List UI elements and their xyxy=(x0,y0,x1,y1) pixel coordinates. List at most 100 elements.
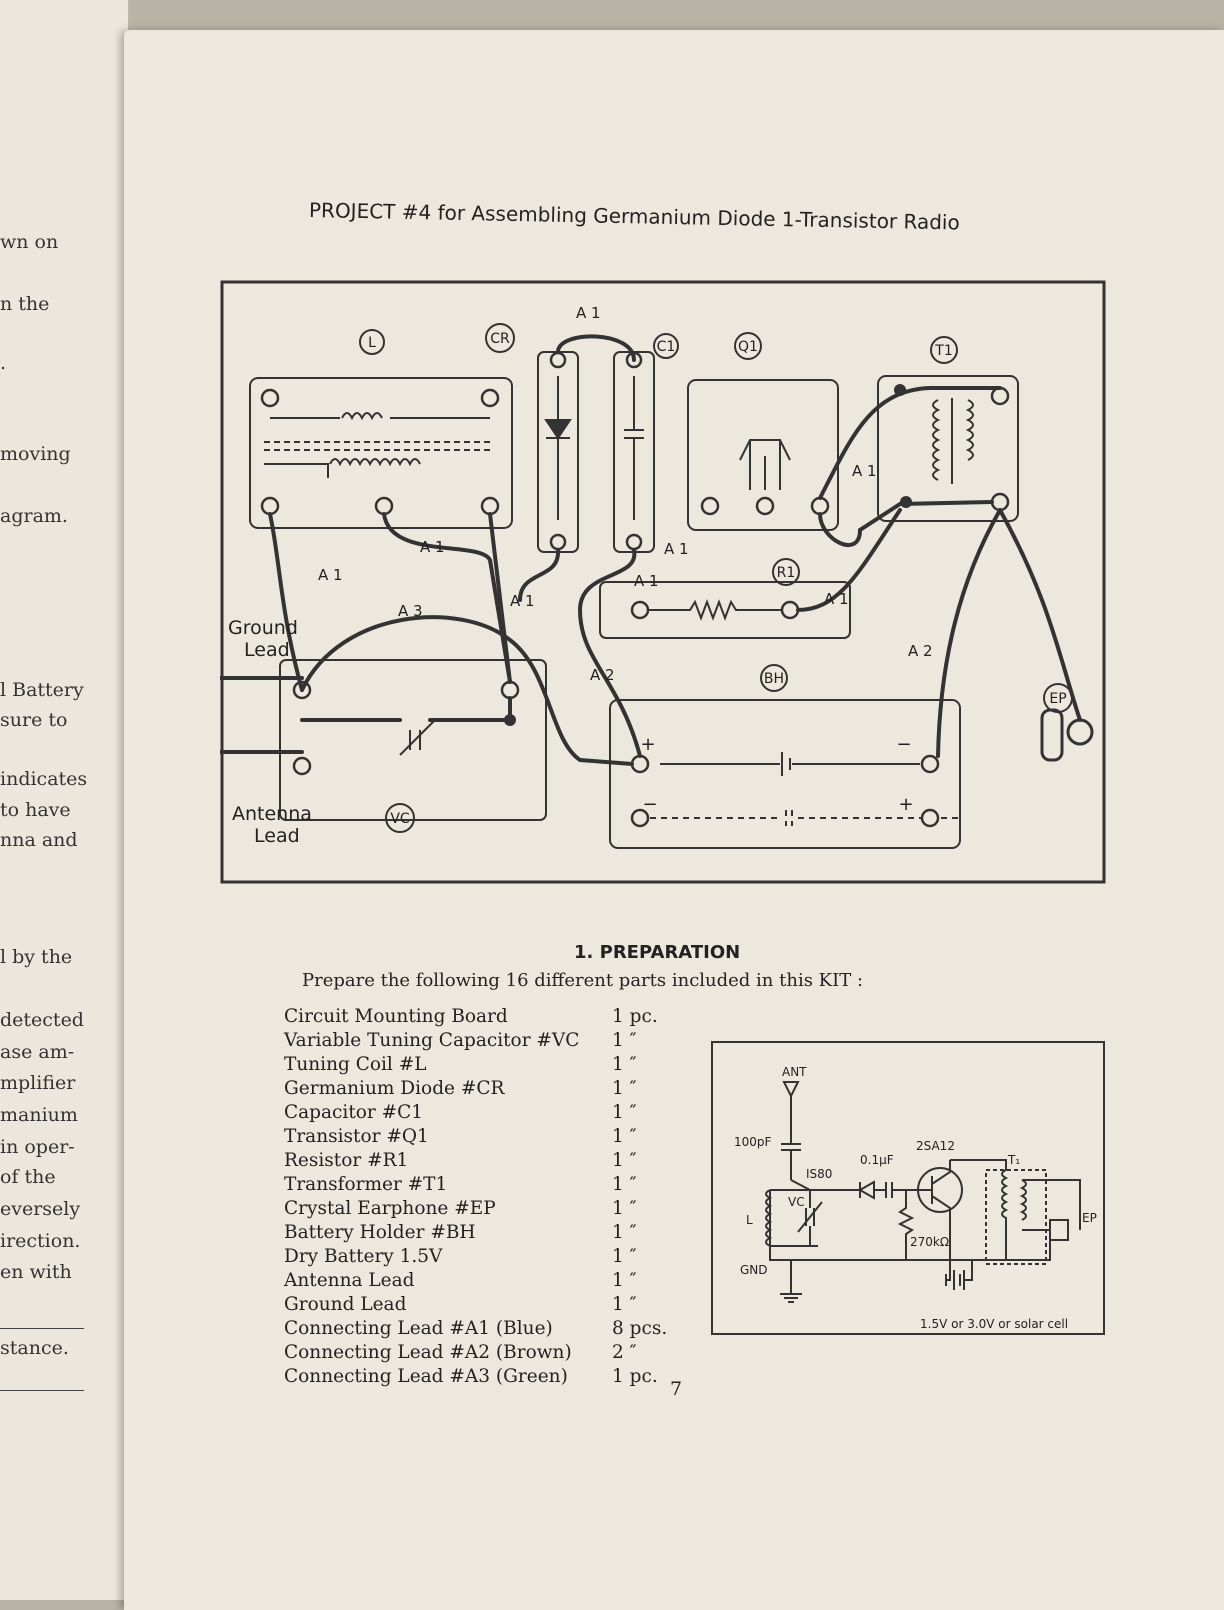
left-text-fragment: en with xyxy=(0,1261,72,1283)
part-name: Connecting Lead #A2 (Brown) xyxy=(284,1342,572,1363)
part-qty: 1 ″ xyxy=(612,1126,637,1147)
part-qty: 1 ″ xyxy=(612,1294,637,1315)
list-item: Transistor #Q1 1 ″ xyxy=(284,1126,704,1150)
left-text-fragment: detected xyxy=(0,1009,84,1031)
part-qty: 1 pc. xyxy=(612,1006,658,1027)
part-qty: 1 ″ xyxy=(612,1270,637,1291)
part-qty: 1 pc. xyxy=(612,1366,658,1387)
left-text-fragment: nna and xyxy=(0,829,78,851)
list-item: Resistor #R1 1 ″ xyxy=(284,1150,704,1174)
part-name: Ground Lead xyxy=(284,1294,407,1315)
part-qty: 1 ″ xyxy=(612,1078,637,1099)
left-text-fragment: stance. xyxy=(0,1337,69,1359)
label-BH: BH xyxy=(764,671,784,687)
left-text-fragment: indicates xyxy=(0,768,88,790)
parts-list: Circuit Mounting Board 1 pc. Variable Tun… xyxy=(284,1006,704,1390)
minus-sign: − xyxy=(642,794,657,815)
lead-label-a1: A 1 xyxy=(664,540,689,558)
part-qty: 1 ″ xyxy=(612,1102,637,1123)
part-name: Dry Battery 1.5V xyxy=(284,1246,443,1267)
schem-gnd: GND xyxy=(740,1263,768,1277)
schem-cap: 0.1μF xyxy=(860,1153,894,1167)
left-text-fragment: l by the xyxy=(0,946,73,968)
list-item: Capacitor #C1 1 ″ xyxy=(284,1102,704,1126)
schem-battery-note: 1.5V or 3.0V or solar cell xyxy=(920,1317,1068,1331)
section-heading: 1. PREPARATION xyxy=(574,942,741,963)
label-R1: R1 xyxy=(777,565,796,581)
plus-sign: + xyxy=(898,794,913,815)
left-text-fragment: mplifier xyxy=(0,1072,76,1094)
list-item: Connecting Lead #A2 (Brown)2 ″ xyxy=(284,1342,704,1366)
page-number: 7 xyxy=(670,1378,683,1400)
part-qty: 1 ″ xyxy=(612,1198,637,1219)
list-item: Ground Lead 1 ″ xyxy=(284,1294,704,1318)
left-page: wn on n the . moving agram. l Battery su… xyxy=(0,0,131,1600)
schem-c100: 100pF xyxy=(734,1135,772,1149)
label-C1: C1 xyxy=(657,339,676,355)
part-name: Variable Tuning Capacitor #VC xyxy=(284,1030,580,1051)
ground-lead-label: Lead xyxy=(244,639,290,661)
left-text-fragment: of the xyxy=(0,1166,56,1188)
label-Q1: Q1 xyxy=(738,339,758,355)
part-name: Circuit Mounting Board xyxy=(284,1006,508,1027)
list-item: Crystal Earphone #EP 1 ″ xyxy=(284,1198,704,1222)
list-item: Germanium Diode #CR 1 ″ xyxy=(284,1078,704,1102)
lead-label-a1: A 1 xyxy=(852,462,877,480)
list-item: Variable Tuning Capacitor #VC 1 ″ xyxy=(284,1030,704,1054)
left-text-fragment: irection. xyxy=(0,1230,81,1252)
label-T1: T1 xyxy=(934,343,952,359)
list-item: Antenna Lead 1 ″ xyxy=(284,1270,704,1294)
minus-sign: − xyxy=(896,734,911,755)
part-qty: 1 ″ xyxy=(612,1150,637,1171)
wiring-diagram: L CR C1 Q1 T1 R1 BH EP VC A 1 A 1 A 1 A … xyxy=(220,280,1106,884)
schem-ant: ANT xyxy=(782,1065,807,1079)
lead-label-a2: A 2 xyxy=(590,666,615,684)
list-item: Transformer #T1 1 ″ xyxy=(284,1174,704,1198)
left-text-fragment: sure to xyxy=(0,709,68,731)
part-name: Tuning Coil #L xyxy=(284,1054,427,1075)
part-name: Connecting Lead #A1 (Blue) xyxy=(284,1318,553,1339)
page-title: PROJECT #4 for Assembling Germanium Diod… xyxy=(308,198,960,235)
lead-label-a3: A 3 xyxy=(398,602,423,620)
part-name: Transistor #Q1 xyxy=(284,1126,429,1147)
left-text-fragment: . xyxy=(0,352,7,374)
part-name: Antenna Lead xyxy=(284,1270,415,1291)
part-name: Resistor #R1 xyxy=(284,1150,409,1171)
right-page: PROJECT #4 for Assembling Germanium Diod… xyxy=(124,30,1224,1610)
left-text-fragment: to have xyxy=(0,799,71,821)
part-name: Germanium Diode #CR xyxy=(284,1078,505,1099)
list-item: Connecting Lead #A3 (Green)1 pc. xyxy=(284,1366,704,1390)
schem-vc: VC xyxy=(788,1195,805,1209)
label-CR: CR xyxy=(490,331,510,347)
part-qty: 1 ″ xyxy=(612,1174,637,1195)
label-L: L xyxy=(368,335,376,351)
left-text-fragment: manium xyxy=(0,1104,78,1126)
left-text-fragment: in oper- xyxy=(0,1136,75,1158)
schem-l: L xyxy=(746,1213,753,1227)
left-text-fragment: ase am- xyxy=(0,1041,75,1063)
label-EP: EP xyxy=(1049,691,1066,707)
plus-sign: + xyxy=(640,734,655,755)
left-text-fragment: wn on xyxy=(0,231,59,253)
part-qty: 1 ″ xyxy=(612,1246,637,1267)
part-qty: 1 ″ xyxy=(612,1030,637,1051)
ground-lead-label: Ground xyxy=(228,617,298,639)
part-name: Capacitor #C1 xyxy=(284,1102,424,1123)
lead-label-a1: A 1 xyxy=(510,592,535,610)
list-item: Connecting Lead #A1 (Blue)8 pcs. xyxy=(284,1318,704,1342)
left-text-fragment: agram. xyxy=(0,505,68,527)
divider xyxy=(0,1328,84,1329)
lead-label-a1: A 1 xyxy=(420,538,445,556)
antenna-lead-label: Antenna xyxy=(232,803,312,825)
schem-diode: IS80 xyxy=(806,1167,832,1181)
left-text-fragment: l Battery xyxy=(0,679,84,701)
schem-transistor: 2SA12 xyxy=(916,1139,955,1153)
lead-label-a1: A 1 xyxy=(318,566,343,584)
part-name: Crystal Earphone #EP xyxy=(284,1198,496,1219)
antenna-lead-label: Lead xyxy=(254,825,300,847)
part-name: Transformer #T1 xyxy=(284,1174,448,1195)
left-text-fragment: eversely xyxy=(0,1198,81,1220)
divider xyxy=(0,1390,84,1391)
